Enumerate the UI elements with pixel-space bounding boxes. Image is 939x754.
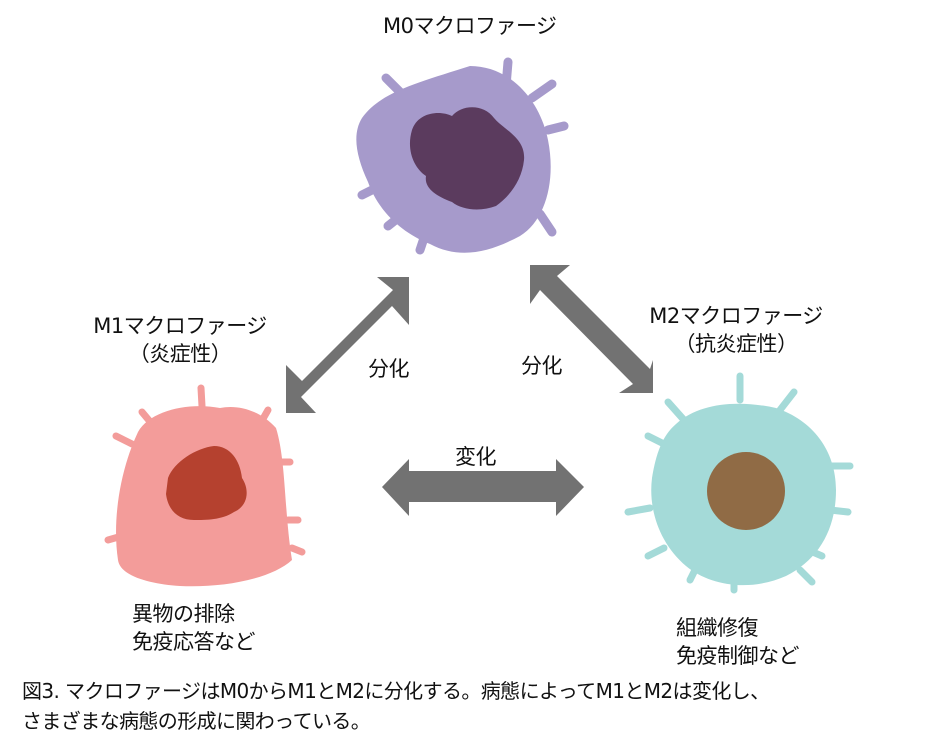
m1-functions: 異物の排除 免疫応答など: [132, 600, 256, 656]
m2-function-item: 免疫制御など: [676, 644, 800, 668]
m0-pseudopods: [357, 57, 569, 255]
m0-title: M0マクロファージ: [383, 14, 557, 38]
m2-nucleus: [707, 452, 785, 530]
m1-function-item: 異物の排除: [132, 602, 235, 626]
m2-functions: 組織修復 免疫制御など: [676, 614, 800, 670]
m2-label: M2マクロファージ （抗炎症性）: [636, 302, 836, 358]
m2-subtitle: （抗炎症性）: [674, 332, 799, 356]
m1-function-item: 免疫応答など: [132, 630, 256, 654]
m2-title: M2マクロファージ: [649, 304, 823, 328]
arrow-m1-m2-label: 変化: [455, 445, 497, 469]
arrow-m0-m1: [286, 277, 409, 413]
m1-nucleus: [166, 446, 247, 520]
caption-line-2: さまざまな病態の形成に関わっている。: [22, 709, 371, 733]
m1-macrophage-cell: [104, 384, 306, 587]
m0-nucleus: [409, 107, 525, 210]
m2-macrophage-cell: [624, 372, 854, 594]
arrow-m0-m2-label: 分化: [521, 354, 563, 378]
m1-label: M1マクロファージ （炎症性）: [80, 312, 280, 368]
arrow-m1-m2: [382, 459, 584, 516]
m1-title: M1マクロファージ: [93, 314, 267, 338]
m1-subtitle: （炎症性）: [128, 342, 232, 366]
m0-macrophage-cell: [356, 57, 569, 255]
caption-line-1: 図3. マクロファージはM0からM1とM2に分化する。病態によってM1とM2は変…: [22, 679, 770, 703]
arrow-m0-m1-label: 分化: [368, 357, 410, 381]
figure-caption: 図3. マクロファージはM0からM1とM2に分化する。病態によってM1とM2は変…: [22, 676, 770, 736]
m2-function-item: 組織修復: [676, 616, 759, 640]
arrow-m0-m2: [530, 265, 653, 393]
